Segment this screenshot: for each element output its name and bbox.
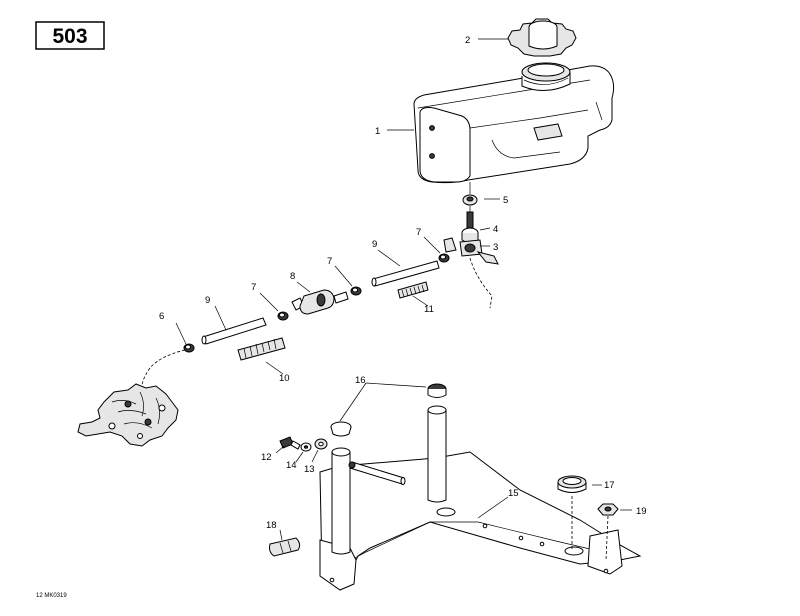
callout-1: 1 [375, 126, 380, 137]
inline-filter [291, 289, 349, 315]
callout-12: 12 [261, 452, 272, 463]
callout-8: 8 [290, 271, 295, 282]
callout-10: 10 [279, 373, 290, 384]
tank-support-frame [319, 405, 642, 591]
callout-9-a: 9 [372, 239, 377, 250]
routing-line-tank [469, 257, 493, 309]
clamp-2 [350, 286, 362, 296]
leader-lines [175, 38, 632, 541]
oil-pump [77, 383, 179, 447]
oil-tank [413, 62, 615, 184]
callout-2: 2 [465, 35, 470, 46]
oil-hose-1 [371, 260, 440, 287]
callout-13: 13 [304, 464, 315, 475]
frame-grommet [557, 475, 587, 493]
callout-6: 6 [159, 311, 164, 322]
callout-3: 3 [493, 242, 498, 253]
post-cap-top [427, 383, 447, 398]
callout-15: 15 [508, 488, 519, 499]
lock-nut [597, 503, 619, 516]
fitting [443, 237, 499, 265]
pickup-filter [461, 206, 479, 243]
tank-cap [507, 18, 577, 57]
oil-hose-2 [201, 317, 267, 345]
spring-small [397, 281, 429, 299]
clamp-lower [183, 343, 195, 353]
callout-14: 14 [286, 460, 297, 471]
routing-line-pump [141, 349, 186, 393]
callout-11: 11 [424, 304, 434, 315]
clamp-1 [438, 253, 450, 263]
drawing-code: 12 MK0319 [36, 593, 67, 599]
callout-4: 4 [493, 224, 498, 235]
callout-7-c: 7 [251, 282, 256, 293]
post-cap-left [330, 421, 352, 437]
callout-19: 19 [636, 506, 647, 517]
flat-washer [300, 442, 312, 452]
spring-large [237, 337, 286, 361]
screw [279, 436, 301, 450]
callout-9-b: 9 [205, 295, 210, 306]
callout-7-b: 7 [327, 256, 332, 267]
nut-guide-line [605, 515, 609, 561]
diagram-number: 503 [52, 25, 87, 48]
clamp-3 [277, 311, 289, 321]
grommet [462, 182, 478, 206]
callout-5: 5 [503, 195, 508, 206]
callout-16: 16 [355, 375, 366, 386]
callout-18: 18 [266, 520, 277, 531]
diagram-number-box: 503 [35, 21, 105, 50]
lock-washer [314, 438, 328, 450]
callout-17: 17 [604, 480, 615, 491]
callout-7-a: 7 [416, 227, 421, 238]
hose-clip [269, 537, 301, 557]
